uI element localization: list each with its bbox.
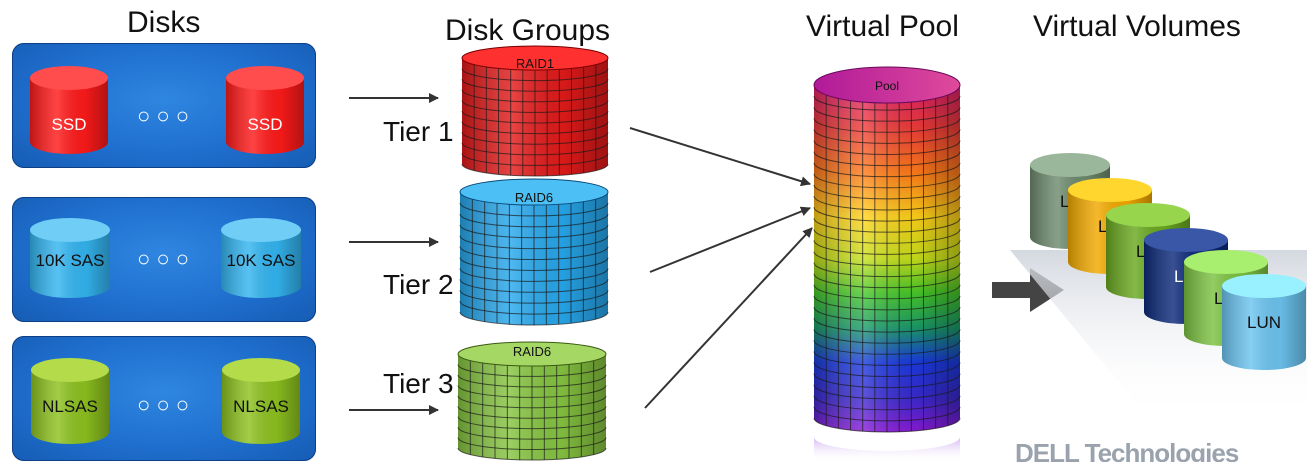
- tier-label-3: Tier 3: [383, 368, 454, 399]
- volume-label: L: [1136, 242, 1145, 261]
- virtual-volumes: L L L L L LUN: [1030, 153, 1306, 370]
- arrow-group-2-to-pool: [649, 206, 811, 273]
- tier-label-2: Tier 2: [383, 269, 454, 300]
- ellipsis-dots: ○ ○ ○: [137, 246, 189, 271]
- logo-text: DELL Technologies: [1015, 438, 1239, 462]
- volume-label: L: [1060, 192, 1069, 211]
- raid-label: RAID6: [513, 344, 551, 359]
- virtual-pool-cylinder: Pool: [813, 66, 961, 462]
- disk-group-tier-3: RAID6: [457, 341, 607, 461]
- disk-label: 10K SAS: [36, 251, 105, 270]
- volume-label: L: [1174, 267, 1183, 286]
- disk-label: 10K SAS: [227, 251, 296, 270]
- ellipsis-dots: ○ ○ ○: [137, 103, 189, 128]
- heading-disks: Disks: [127, 6, 201, 39]
- disk-cylinder: 10K SAS: [30, 218, 110, 298]
- disk-cylinder: SSD: [30, 66, 108, 154]
- disk-row-10k-sas: 10K SAS ○ ○ ○ 10K SAS: [30, 218, 301, 298]
- arrow-group-3-to-pool: [644, 227, 813, 409]
- dell-technologies-logo: DELL Technologies: [1015, 438, 1240, 462]
- heading-virtual-volumes: Virtual Volumes: [1033, 10, 1241, 43]
- disk-label: NLSAS: [42, 397, 98, 416]
- pool-reflection: [814, 437, 960, 462]
- disk-cylinder: NLSAS: [31, 358, 109, 444]
- disk-group-tier-1: RAID1: [461, 45, 609, 177]
- volume-label: L: [1214, 289, 1223, 308]
- volume-label: L: [1098, 217, 1107, 236]
- heading-disk-groups: Disk Groups: [445, 14, 611, 47]
- volume-cylinder: LUN: [1222, 274, 1306, 370]
- arrow-group-1-to-pool: [629, 127, 811, 187]
- tier-label-1: Tier 1: [383, 116, 454, 147]
- disk-label: NLSAS: [233, 397, 289, 416]
- heading-virtual-pool: Virtual Pool: [806, 10, 959, 43]
- disk-cylinder: NLSAS: [222, 358, 300, 444]
- ellipsis-dots: ○ ○ ○: [137, 392, 189, 417]
- disk-row-nlsas: NLSAS ○ ○ ○ NLSAS: [31, 358, 300, 444]
- volume-label: LUN: [1247, 313, 1281, 332]
- pool-label: Pool: [875, 79, 899, 93]
- disk-group-tier-2: RAID6: [459, 178, 609, 326]
- disk-cylinder: 10K SAS: [221, 218, 301, 298]
- disk-cylinder: SSD: [226, 66, 304, 154]
- raid-label: RAID1: [516, 56, 554, 71]
- disk-label: SSD: [248, 115, 283, 134]
- disk-row-ssd: SSD ○ ○ ○ SSD: [30, 66, 304, 154]
- raid-label: RAID6: [515, 190, 553, 205]
- disk-label: SSD: [52, 115, 87, 134]
